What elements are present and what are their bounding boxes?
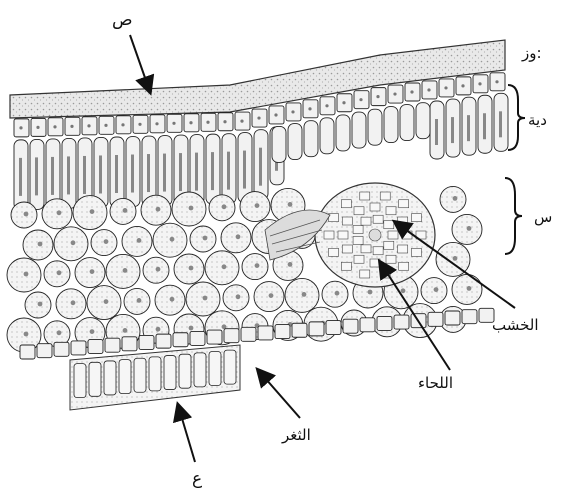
bracket-mesophyll — [505, 178, 522, 254]
arrow-bottom-surface — [178, 405, 195, 462]
label-xylem: الخشب — [492, 316, 539, 334]
label-phloem: اللحاء — [418, 374, 453, 392]
label-stoma: الثغر — [281, 426, 311, 444]
label-middle-layer: س — [534, 208, 552, 226]
bracket-upper-epidermis — [508, 85, 525, 150]
arrow-top-surface — [130, 35, 150, 92]
arrow-stoma — [258, 370, 300, 418]
label-top-surface: ص — [112, 10, 133, 30]
label-legend-key: وز: — [521, 44, 542, 62]
label-bottom-surface: ع — [192, 469, 202, 489]
label-upper-layer: دية — [528, 111, 547, 129]
